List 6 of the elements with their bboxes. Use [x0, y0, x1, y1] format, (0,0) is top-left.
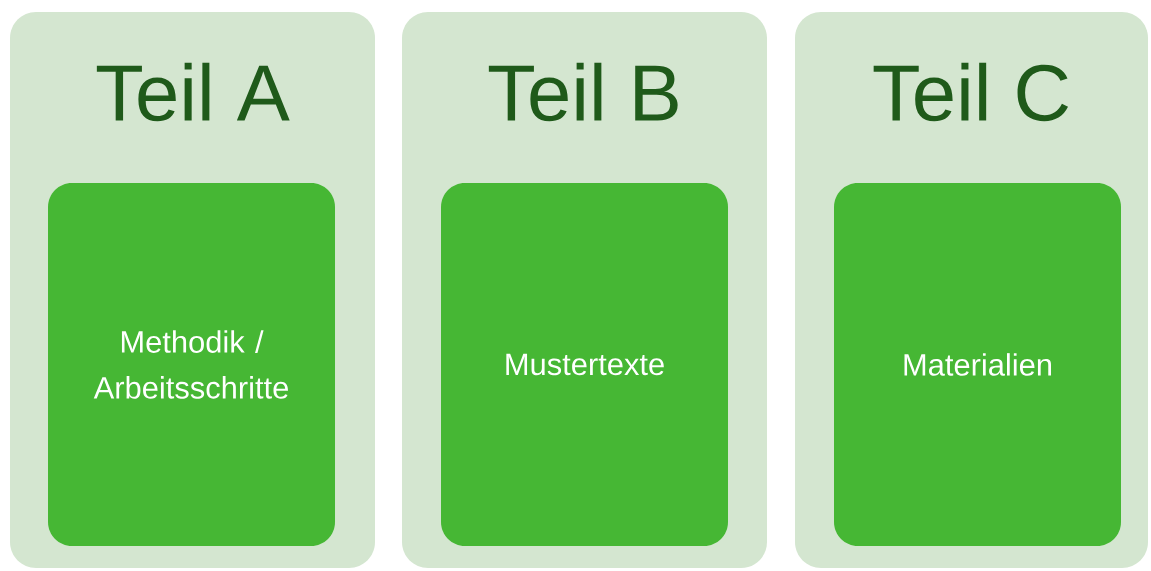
panel-heading: Teil C: [873, 62, 1068, 122]
content-box: Materialien: [834, 183, 1121, 546]
panel-heading: Teil A: [96, 62, 290, 122]
content-box: Mustertexte: [441, 183, 728, 546]
content-box: Methodik / Arbeitsschritte: [48, 183, 335, 546]
panel-heading: Teil B: [488, 62, 678, 122]
